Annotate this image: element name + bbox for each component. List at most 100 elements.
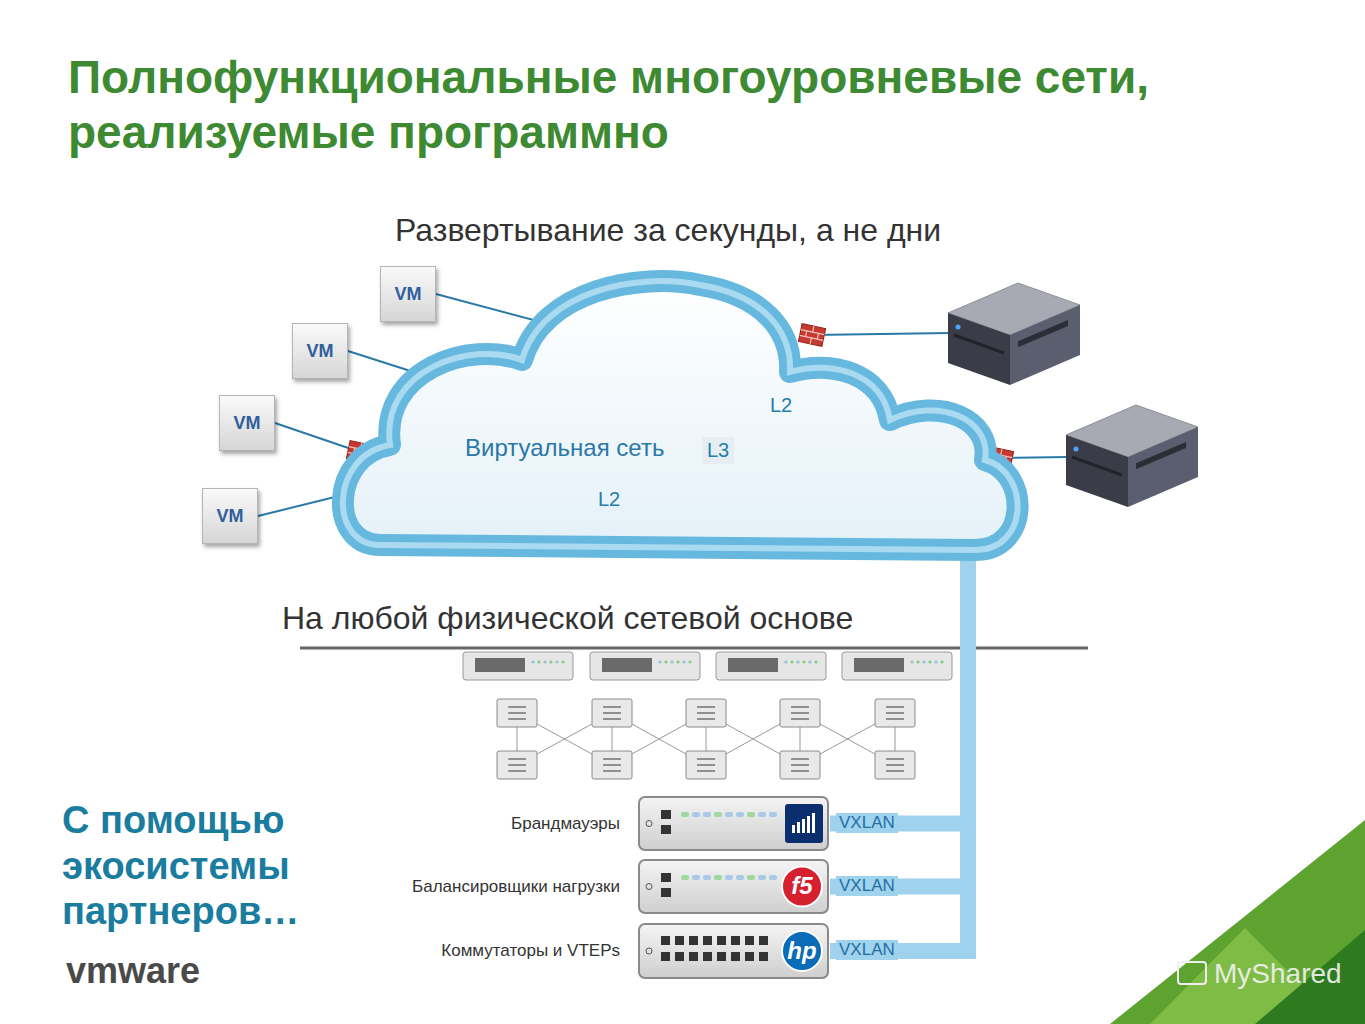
- partner-device: Брандмауэры: [355, 795, 830, 852]
- switch-led: [537, 660, 540, 663]
- switch-glyph: [508, 706, 526, 707]
- switch-led: [796, 660, 799, 663]
- server-link: [812, 333, 950, 335]
- core-switch: [842, 652, 952, 680]
- switch-led: [688, 660, 691, 663]
- status-led: [714, 875, 722, 880]
- switch-glyph: [791, 758, 809, 759]
- device-screw: [646, 821, 652, 827]
- switch-led: [561, 660, 564, 663]
- switch-led: [910, 660, 913, 663]
- switch-glyph: [791, 770, 809, 771]
- switch-glyph: [697, 712, 715, 713]
- switch-port: [731, 952, 740, 961]
- switch-glyph: [603, 718, 621, 719]
- logo-tile: [785, 804, 823, 843]
- logo-bar: [792, 825, 795, 833]
- network-label: Виртуальная сеть: [465, 434, 664, 462]
- switch-glyph: [886, 758, 904, 759]
- switch-glyph: [791, 712, 809, 713]
- switch-glyph: [508, 712, 526, 713]
- switch-port: [661, 936, 670, 945]
- corner-triangle: [1110, 820, 1365, 1024]
- subtitle: На любой физической сетевой основе: [282, 600, 853, 637]
- switch-led: [658, 660, 661, 663]
- leaf-switch: [592, 699, 632, 727]
- layer-label: L2: [598, 488, 620, 511]
- status-led: [703, 875, 711, 880]
- switch-glyph: [791, 718, 809, 719]
- switch-led: [934, 660, 937, 663]
- device-case: [639, 860, 828, 913]
- switch-glyph: [603, 770, 621, 771]
- tagline: С помощью экосистемы партнеров…: [62, 798, 362, 935]
- vm-label: VM: [307, 341, 334, 362]
- status-led: [725, 812, 733, 817]
- leaf-switch: [780, 751, 820, 779]
- core-switch: [590, 652, 700, 680]
- status-led: [681, 875, 689, 880]
- vm-box: VM: [219, 395, 275, 451]
- vm-label: VM: [217, 506, 244, 527]
- switch-glyph: [508, 718, 526, 719]
- logo-disc: [782, 931, 822, 971]
- device-label: Балансировщики нагрузки: [355, 877, 620, 897]
- device-case: [639, 924, 828, 978]
- switch-port: [759, 952, 768, 961]
- switch-vent: [602, 658, 652, 672]
- leaf-switch: [875, 751, 915, 779]
- subtitle: Развертывание за секунды, а не дни: [395, 212, 941, 249]
- switch-glyph: [791, 706, 809, 707]
- core-switch: [463, 652, 573, 680]
- switch-glyph: [508, 758, 526, 759]
- status-led: [736, 875, 744, 880]
- logo-text: hp: [787, 937, 816, 965]
- layer-label: L3: [702, 437, 734, 464]
- watermark: MyShared: [1214, 958, 1342, 990]
- vm-box: VM: [202, 488, 258, 544]
- vxlan-tunnel: [830, 550, 968, 824]
- slide-title: Полнофункциональные многоуровневые сети,…: [68, 50, 1288, 160]
- switch-glyph: [603, 764, 621, 765]
- switch-glyph: [508, 764, 526, 765]
- status-led: [714, 812, 722, 817]
- leaf-switch: [875, 699, 915, 727]
- status-led: [758, 875, 766, 880]
- logo-text: f5: [791, 872, 812, 900]
- switch-port: [717, 952, 726, 961]
- leaf-switch: [780, 699, 820, 727]
- switch-glyph: [508, 770, 526, 771]
- switch-port: [745, 952, 754, 961]
- switch-glyph: [603, 712, 621, 713]
- device-port: [661, 888, 671, 897]
- switch-glyph: [886, 770, 904, 771]
- status-led: [747, 875, 755, 880]
- status-led: [769, 875, 777, 880]
- switch-port: [759, 936, 768, 945]
- leaf-switch: [497, 751, 537, 779]
- switch-led: [670, 660, 673, 663]
- vm-box: VM: [292, 323, 348, 379]
- vendor-logo: vmware: [66, 950, 200, 992]
- switch-port: [745, 936, 754, 945]
- leaf-switch: [497, 699, 537, 727]
- device-port: [661, 873, 671, 882]
- status-led: [747, 812, 755, 817]
- switch-glyph: [603, 758, 621, 759]
- switch-port: [717, 936, 726, 945]
- switch-port: [703, 936, 712, 945]
- switch-led: [916, 660, 919, 663]
- switch-led: [682, 660, 685, 663]
- device-screw: [646, 948, 652, 954]
- switch-led: [543, 660, 546, 663]
- device-screw: [646, 884, 652, 890]
- logo-bar: [802, 819, 805, 833]
- partner-device: Коммутаторы и VTEPs: [355, 922, 830, 980]
- device-port: [661, 825, 671, 834]
- switch-port: [703, 952, 712, 961]
- logo-bar: [812, 813, 815, 833]
- leaf-switch: [686, 751, 726, 779]
- status-led: [692, 875, 700, 880]
- logo-bar: [797, 822, 800, 833]
